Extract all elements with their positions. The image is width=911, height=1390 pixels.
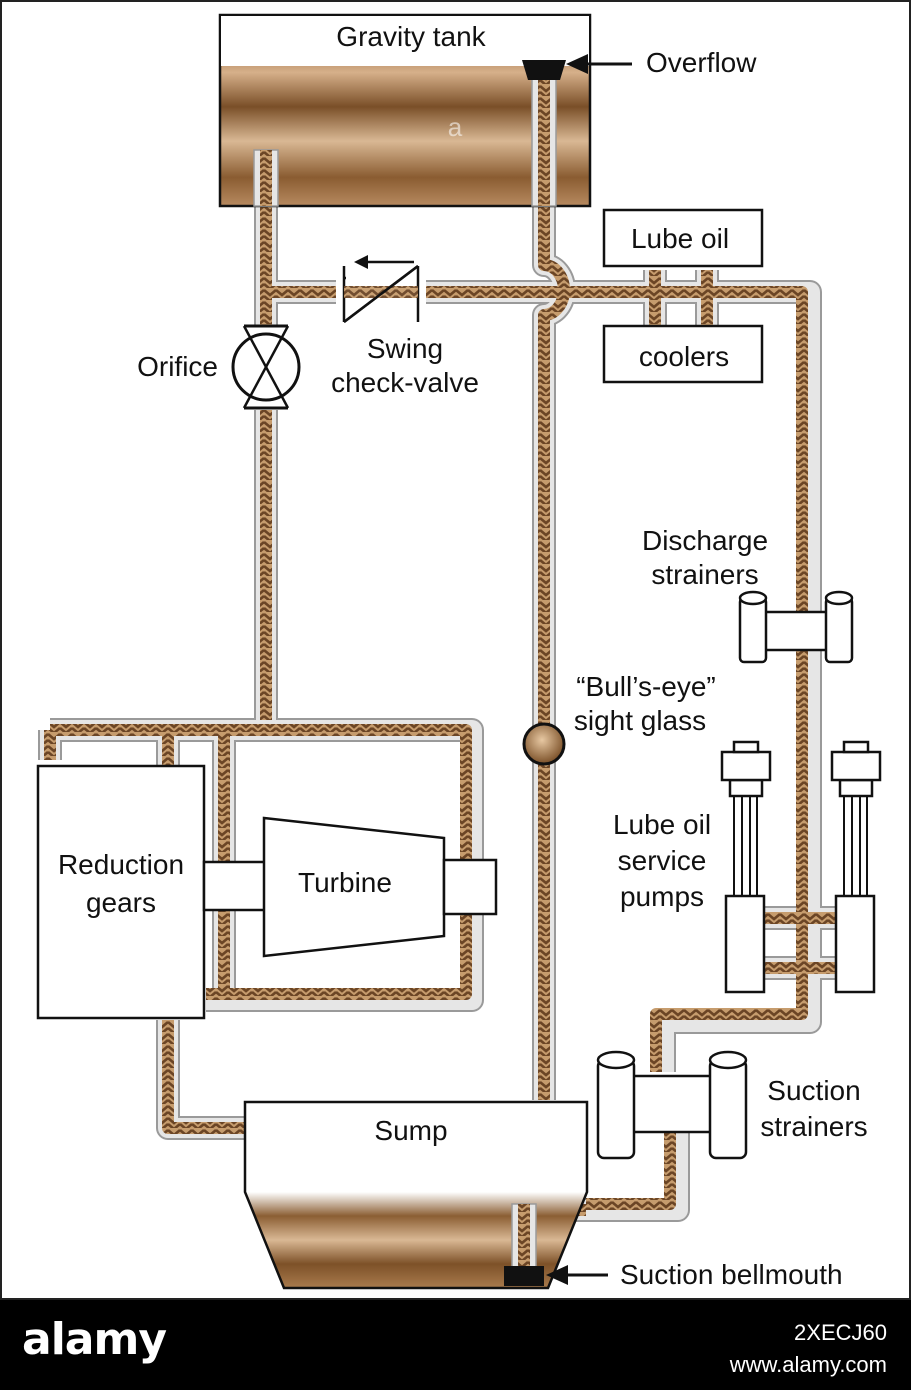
suction-bellmouth-fitting: [504, 1266, 544, 1286]
orifice: [231, 324, 301, 410]
diagram-canvas: Gravity tank a Overflow Lube oil coolers…: [0, 0, 911, 1300]
bulls-eye-sight-glass: [522, 722, 566, 766]
stock-footer: alamy 2XECJ60 www.alamy.com: [0, 1300, 911, 1390]
service-pumps-label-2: service: [618, 845, 707, 876]
overflow-label: Overflow: [646, 47, 757, 78]
lube-oil-service-pump-right: [830, 740, 882, 994]
discharge-label: Discharge: [642, 525, 768, 556]
lube-oil-service-pump-left: [720, 740, 772, 994]
check-valve-label: check-valve: [331, 367, 479, 398]
footer-site: www.alamy.com: [729, 1352, 887, 1377]
lube-oil-label: Lube oil: [631, 223, 729, 254]
suction-bellmouth-arrow: [546, 1265, 608, 1285]
reduction-label: Reduction: [58, 849, 184, 880]
overflow-fitting: [522, 60, 566, 80]
discharge-strainers-label: strainers: [651, 559, 758, 590]
gravity-tank-label: Gravity tank: [336, 21, 486, 52]
bulls-eye-label: “Bull’s-eye”: [576, 671, 716, 702]
coolers-label: coolers: [639, 341, 729, 372]
discharge-strainers: [738, 590, 854, 664]
gears-label: gears: [86, 887, 156, 918]
reduction-gears: [36, 764, 206, 1020]
sump: [243, 1100, 589, 1290]
suction-label: Suction: [767, 1075, 860, 1106]
image-id: 2XECJ60: [794, 1320, 887, 1345]
orifice-label: Orifice: [137, 351, 218, 382]
lube-oil-cooler: [602, 208, 764, 384]
service-pumps-label-3: pumps: [620, 881, 704, 912]
alamy-logo: alamy: [22, 1314, 167, 1365]
turbine-label: Turbine: [298, 867, 392, 898]
suction-strainers: [596, 1050, 748, 1160]
suction-strainers-label: strainers: [760, 1111, 867, 1142]
sight-glass-label: sight glass: [574, 705, 706, 736]
swing-check-valve: [336, 255, 426, 323]
diagram-border: [0, 0, 911, 1300]
turbine: [202, 816, 498, 958]
sump-label: Sump: [374, 1115, 447, 1146]
watermark-letter: a: [448, 112, 463, 142]
suction-bellmouth-label: Suction bellmouth: [620, 1259, 843, 1290]
overflow-arrow: [566, 54, 632, 74]
swing-label: Swing: [367, 333, 443, 364]
service-pumps-label-1: Lube oil: [613, 809, 711, 840]
gravity-tank: [218, 13, 592, 208]
